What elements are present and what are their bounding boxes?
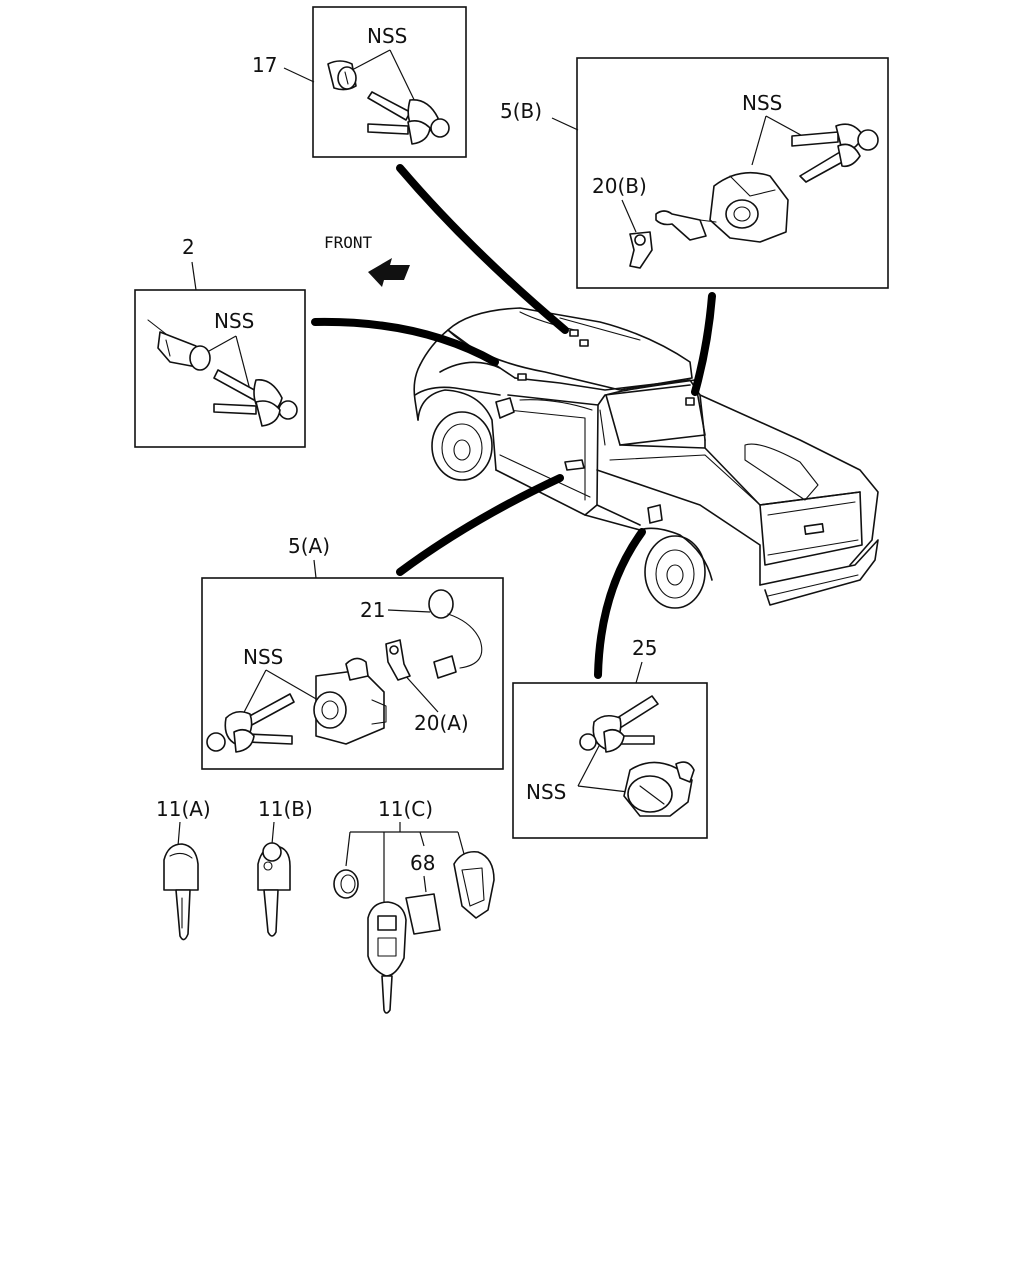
callout-bands: [311, 164, 716, 679]
rod-clip-icon: [385, 639, 411, 681]
box-part-2: 2 NSS: [134, 235, 306, 448]
wire-connector-icon: [428, 589, 483, 679]
box-part-5b: 5(B) NSS 20(B): [500, 57, 889, 289]
label-5b: 5(B): [500, 99, 542, 123]
lock-cylinder-icon: [327, 60, 357, 91]
key-icon: [603, 728, 655, 753]
label-20a: 20(A): [414, 711, 469, 735]
key-11b: 11(B): [257, 797, 313, 937]
key-blank-icon: [163, 843, 199, 941]
box-part-25: 25 NSS: [512, 636, 708, 839]
ignition-cylinder-icon: [147, 319, 211, 371]
o-ring-icon: [333, 869, 359, 899]
pickup-truck: [413, 307, 879, 609]
key-icon: [367, 120, 431, 145]
label-5a: 5(A): [288, 534, 330, 558]
key-icon: [791, 123, 879, 151]
key-icon: [213, 400, 281, 427]
box-part-5a: 5(A) 21 NSS 20(A): [201, 534, 504, 770]
key-11c-set: 11(C) 68: [333, 797, 495, 1014]
label-21: 21: [360, 598, 385, 622]
label-5b-nss: NSS: [742, 91, 782, 115]
label-25: 25: [632, 636, 657, 660]
rod-clip-icon: [629, 231, 653, 269]
label-17: 17: [252, 53, 277, 77]
key-blank-icon: [257, 842, 291, 937]
door-lock-assembly-icon: [655, 171, 789, 243]
label-5a-nss: NSS: [243, 645, 283, 669]
key-11a: 11(A): [156, 797, 211, 941]
door-lock-cylinder-icon: [313, 657, 387, 745]
key-case-icon: [453, 850, 495, 919]
key-icon: [233, 728, 293, 753]
label-2: 2: [182, 235, 195, 259]
front-arrow-icon: [368, 258, 410, 287]
label-11a: 11(A): [156, 797, 211, 821]
front-label: FRONT: [324, 233, 373, 252]
label-25-nss: NSS: [526, 780, 566, 804]
fuel-lid-lock-icon: [623, 761, 695, 817]
label-11b: 11(B): [258, 797, 313, 821]
label-17-nss: NSS: [367, 24, 407, 48]
front-direction: FRONT: [324, 233, 410, 287]
box-part-17: 17 NSS: [252, 6, 467, 158]
battery-icon: [405, 893, 441, 935]
label-2-nss: NSS: [214, 309, 254, 333]
label-68: 68: [410, 851, 435, 875]
key-icon: [799, 143, 861, 183]
label-20b: 20(B): [592, 174, 647, 198]
label-11c: 11(C): [378, 797, 433, 821]
remote-key-icon: [367, 901, 407, 1014]
